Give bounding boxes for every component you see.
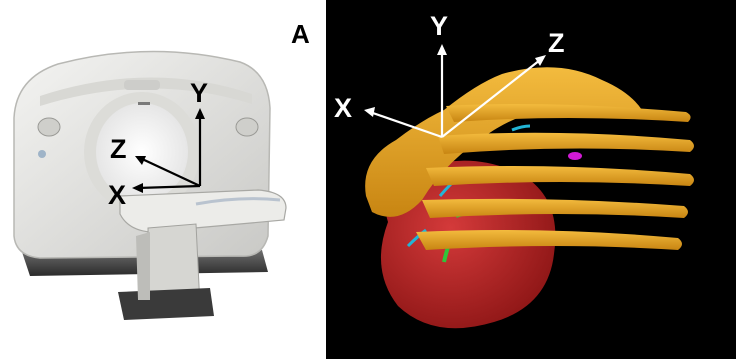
anatomy-rendering: [326, 0, 736, 359]
panel-a-ct-scanner: Y Z X: [0, 0, 326, 359]
marker-magenta: [568, 152, 582, 160]
panel-b-letter: B: [721, 19, 736, 50]
b-y-arrowhead: [437, 44, 447, 55]
rib-4: [422, 199, 688, 218]
panel-a-z-label: Z: [110, 134, 127, 165]
vessel-cyan-3: [512, 126, 530, 130]
rib-2: [438, 133, 694, 154]
rib-3: [426, 166, 694, 186]
right-control-pod: [236, 118, 258, 136]
pedestal-base: [118, 288, 214, 320]
rib-1: [446, 104, 691, 122]
panel-a-y-label: Y: [190, 78, 208, 109]
logo-badge: [38, 150, 46, 158]
panel-b-3d-rendering: Y Z X: [326, 0, 736, 359]
b-z-arrowhead: [535, 55, 546, 66]
left-control-pod: [38, 118, 60, 136]
panel-a-letter: A: [291, 19, 310, 50]
gantry-indicator: [138, 102, 150, 105]
panel-a-x-label: X: [108, 180, 126, 211]
ct-scanner-illustration: [0, 0, 326, 359]
panel-b-x-label: X: [334, 93, 352, 124]
panel-b-y-label: Y: [430, 11, 448, 42]
gantry-display: [124, 80, 160, 90]
b-x-arrowhead: [364, 107, 375, 117]
pedestal-side: [136, 232, 150, 300]
panel-b-z-label: Z: [548, 28, 565, 59]
